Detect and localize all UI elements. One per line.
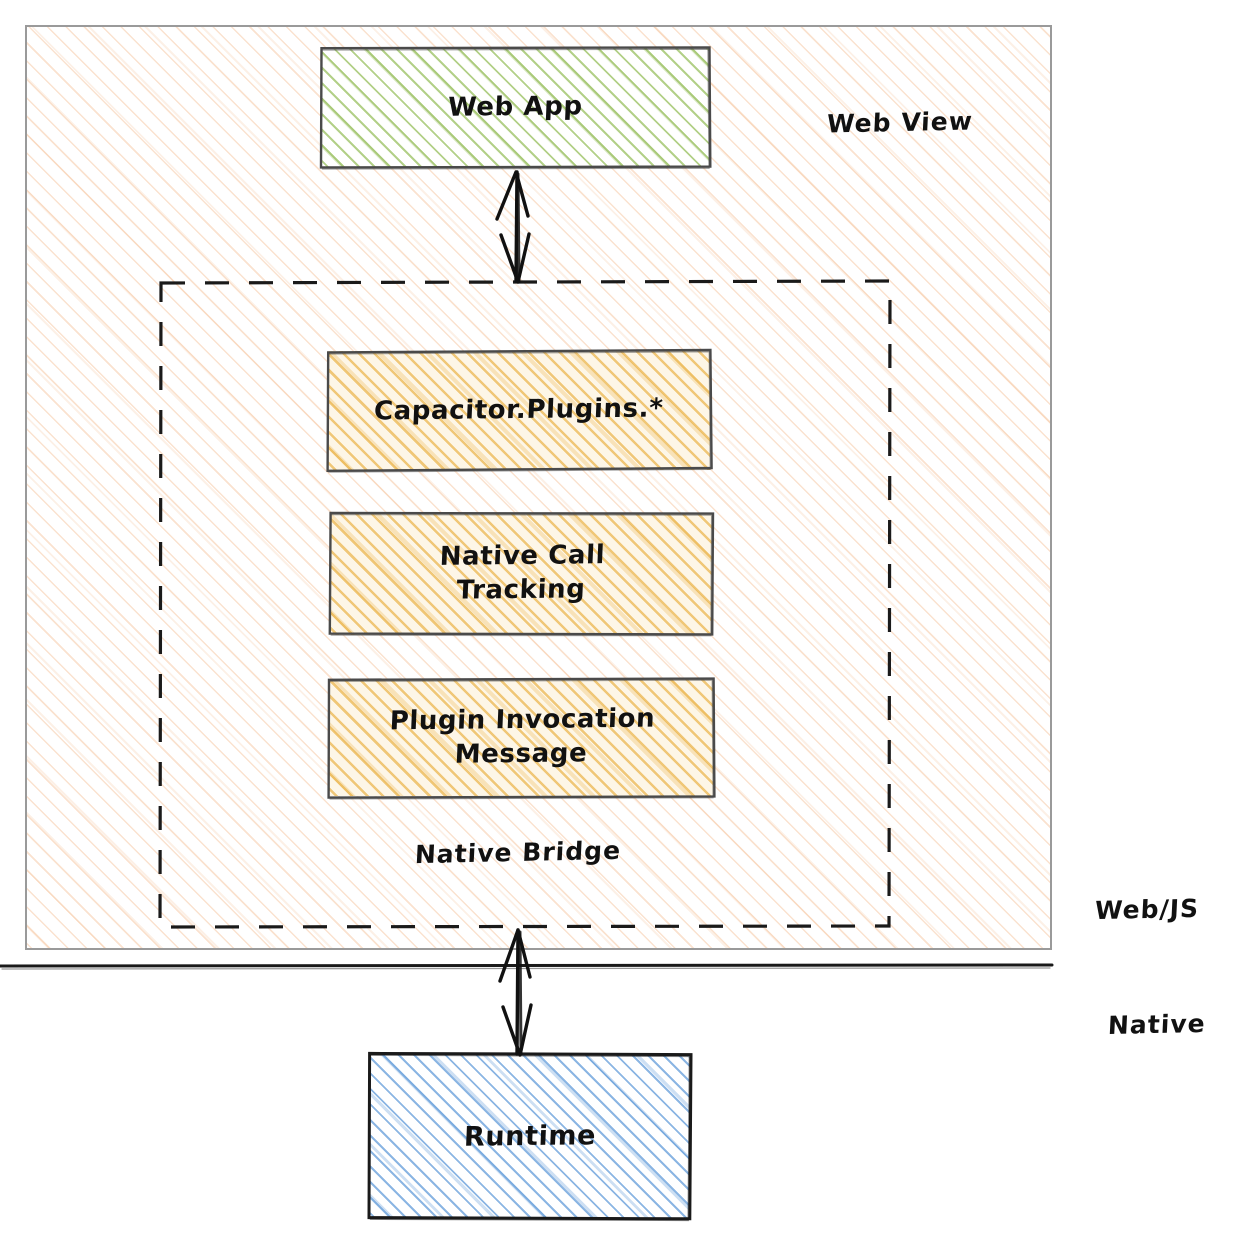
- node-plugin-invocation-message-label: Plugin Invocation Message: [388, 703, 656, 770]
- node-runtime-label: Runtime: [463, 1120, 597, 1153]
- web-native-divider: [0, 963, 1054, 970]
- node-web-app-label: Web App: [447, 90, 584, 123]
- node-capacitor-plugins[interactable]: Capacitor.Plugins.*: [326, 348, 713, 473]
- label-native: Native: [1107, 1008, 1207, 1041]
- label-web-view: Web View: [826, 106, 974, 139]
- node-native-call-tracking[interactable]: Native Call Tracking: [328, 511, 715, 637]
- label-web-js: Web/JS: [1094, 893, 1200, 926]
- node-web-app[interactable]: Web App: [319, 46, 712, 170]
- label-native-bridge: Native Bridge: [414, 835, 622, 870]
- node-runtime[interactable]: Runtime: [367, 1051, 693, 1222]
- node-capacitor-plugins-label: Capacitor.Plugins.*: [373, 393, 665, 427]
- node-plugin-invocation-message[interactable]: Plugin Invocation Message: [327, 677, 716, 800]
- node-native-call-tracking-label: Native Call Tracking: [438, 540, 606, 606]
